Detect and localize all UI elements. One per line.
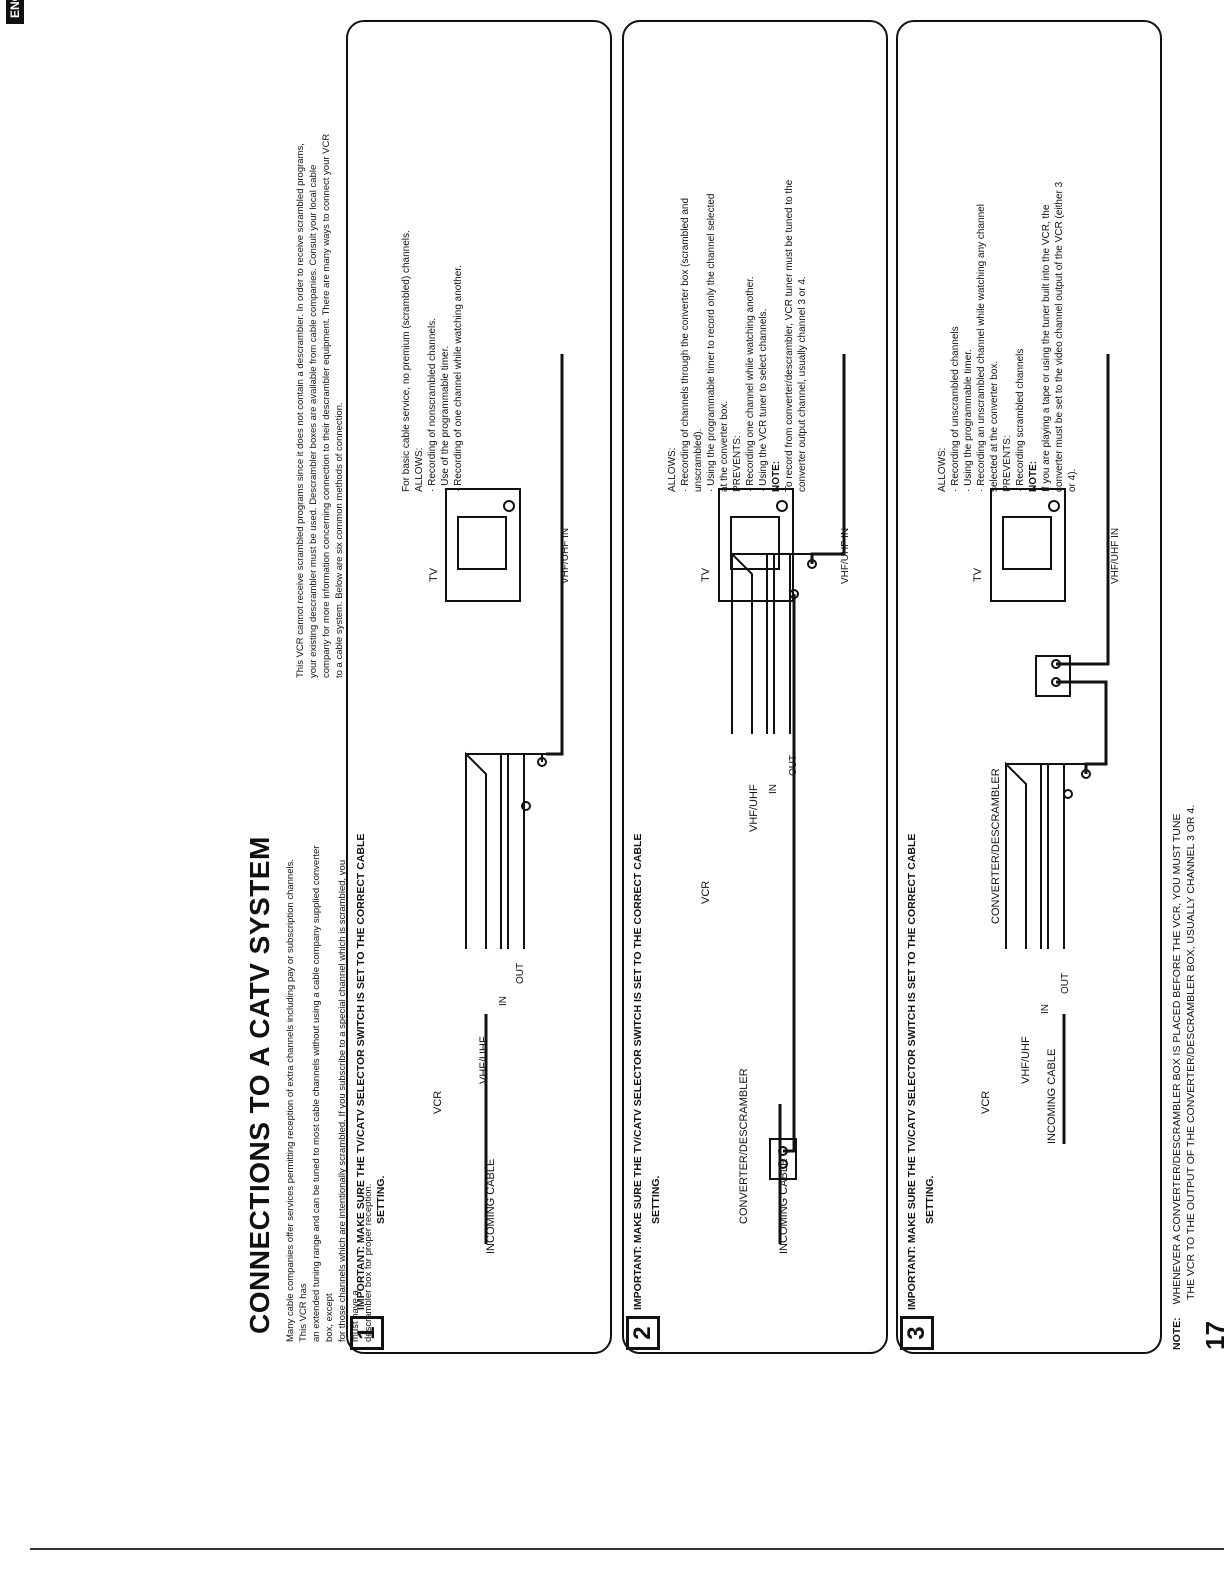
- tv-screen: [730, 516, 780, 570]
- desc-line: To record from converter/descrambler, VC…: [784, 179, 795, 492]
- vhf-uhf-label: VHF/UHF: [1020, 1036, 1032, 1084]
- out-label: OUT: [788, 754, 799, 776]
- in-label: IN: [768, 784, 779, 794]
- desc-line: at the converter box.: [719, 400, 730, 492]
- incoming-cable-label: INCOMING CABLE: [778, 1158, 790, 1254]
- note-line: THE VCR TO THE OUTPUT OF THE CONVERTER/D…: [1185, 804, 1197, 1300]
- desc-line: or 4).: [1067, 468, 1078, 492]
- desc-line: PREVENTS:: [732, 435, 743, 492]
- vcr-label: VCR: [700, 880, 712, 904]
- converter-label: CONVERTER/DESCRAMBLER: [738, 1068, 750, 1224]
- note-label: NOTE:: [1171, 1317, 1183, 1350]
- intro-left-line: Many cable companies offer services perm…: [285, 859, 309, 1342]
- footer-note: NOTE: WHENEVER A CONVERTER/DESCRAMBLER B…: [1170, 805, 1198, 1350]
- vcr-label: VCR: [980, 1090, 992, 1114]
- note-line: WHENEVER A CONVERTER/DESCRAMBLER BOX IS …: [1171, 813, 1183, 1305]
- panel-description: ALLOWS: · Recording of channels through …: [666, 32, 809, 492]
- desc-line: · Using the programmable timer to record…: [706, 193, 717, 492]
- desc-line: converter must be set to the video chann…: [1054, 181, 1065, 492]
- tv-icon: [990, 488, 1066, 602]
- tv-label: TV: [428, 567, 440, 582]
- tv-screen: [1002, 516, 1052, 570]
- tv-icon: [445, 488, 521, 602]
- incoming-cable-label: INCOMING CABLE: [485, 1158, 497, 1254]
- panel-description: ALLOWS: · Recording of unscrambled chann…: [936, 32, 1079, 492]
- tv-label: TV: [700, 567, 712, 582]
- desc-line: ALLOWS:: [414, 447, 425, 492]
- intro-right-line: company for more information concerning …: [321, 133, 332, 678]
- desc-line: For basic cable service, no premium (scr…: [401, 230, 412, 492]
- tv-input-label: VHF/UHF IN: [1110, 527, 1121, 584]
- intro-right-line: your existing descrambler must be used. …: [308, 164, 319, 678]
- desc-line: · Recording one channel while watching a…: [745, 276, 756, 492]
- tv-input-label: VHF/UHF IN: [840, 527, 851, 584]
- language-tag: ENGLISH: [6, 0, 24, 24]
- connection-diagram-2: [731, 354, 846, 1244]
- desc-line: · Recording of nonscrambled channels.: [427, 318, 438, 492]
- desc-line: ALLOWS:: [667, 447, 678, 492]
- connection-diagram-3: [1005, 354, 1110, 1144]
- tv-input-label: VHF/UHF IN: [560, 527, 571, 584]
- intro-left-line: an extended tuning range and can be tune…: [311, 845, 335, 1342]
- vcr-label: VCR: [432, 1090, 444, 1114]
- bottom-rule: [30, 1548, 1224, 1550]
- desc-line: · Recording an unscrambled channel while…: [976, 204, 987, 492]
- tv-jack: [1048, 500, 1060, 512]
- vhf-uhf-label: VHF/UHF: [478, 1036, 490, 1084]
- in-label: IN: [498, 996, 509, 1006]
- desc-line: unscrambled).: [693, 428, 704, 492]
- desc-line: NOTE:: [1028, 460, 1039, 492]
- tv-label: TV: [972, 567, 984, 582]
- desc-line: · Using the programmable timer.: [963, 349, 974, 492]
- intro-right: This VCR cannot receive scrambled progra…: [294, 58, 346, 678]
- desc-line: If you are playing a tape or using the t…: [1041, 204, 1052, 492]
- out-label: OUT: [1060, 972, 1071, 994]
- intro-right-line: This VCR cannot receive scrambled progra…: [295, 143, 306, 678]
- page-number: 17: [1200, 1321, 1224, 1350]
- desc-line: · Recording scrambled channels: [1015, 348, 1026, 492]
- tv-jack: [503, 500, 515, 512]
- desc-line: ALLOWS:: [937, 447, 948, 492]
- desc-line: · Recording of unscrambled channels: [950, 326, 961, 492]
- desc-line: · Using the VCR tuner to select channels…: [758, 308, 769, 492]
- in-label: IN: [1040, 1004, 1051, 1014]
- tv-jack: [776, 500, 788, 512]
- incoming-cable-label: INCOMING CABLE: [1046, 1048, 1058, 1144]
- tv-icon: [718, 488, 794, 602]
- desc-line: NOTE:: [771, 460, 782, 492]
- converter-label: CONVERTER/DESCRAMBLER: [990, 768, 1002, 924]
- desc-line: selected at the converter box.: [989, 360, 1000, 492]
- desc-line: PREVENTS:: [1002, 435, 1013, 492]
- desc-line: · Use of the programmable timer.: [440, 345, 451, 492]
- page-title: CONNECTIONS TO A CATV SYSTEM: [244, 836, 275, 1334]
- desc-line: · Recording of channels through the conv…: [680, 197, 691, 492]
- connection-diagram-1: [465, 354, 564, 1244]
- tv-screen: [457, 516, 507, 570]
- intro-right-line: to a cable system. Below are six common …: [334, 402, 345, 678]
- vhf-uhf-label: VHF/UHF: [748, 784, 760, 832]
- out-label: OUT: [515, 962, 526, 984]
- desc-line: · Recording of one channel while watchin…: [453, 265, 464, 492]
- panel-description: For basic cable service, no premium (scr…: [400, 32, 465, 492]
- desc-line: converter output channel, usually channe…: [797, 276, 808, 492]
